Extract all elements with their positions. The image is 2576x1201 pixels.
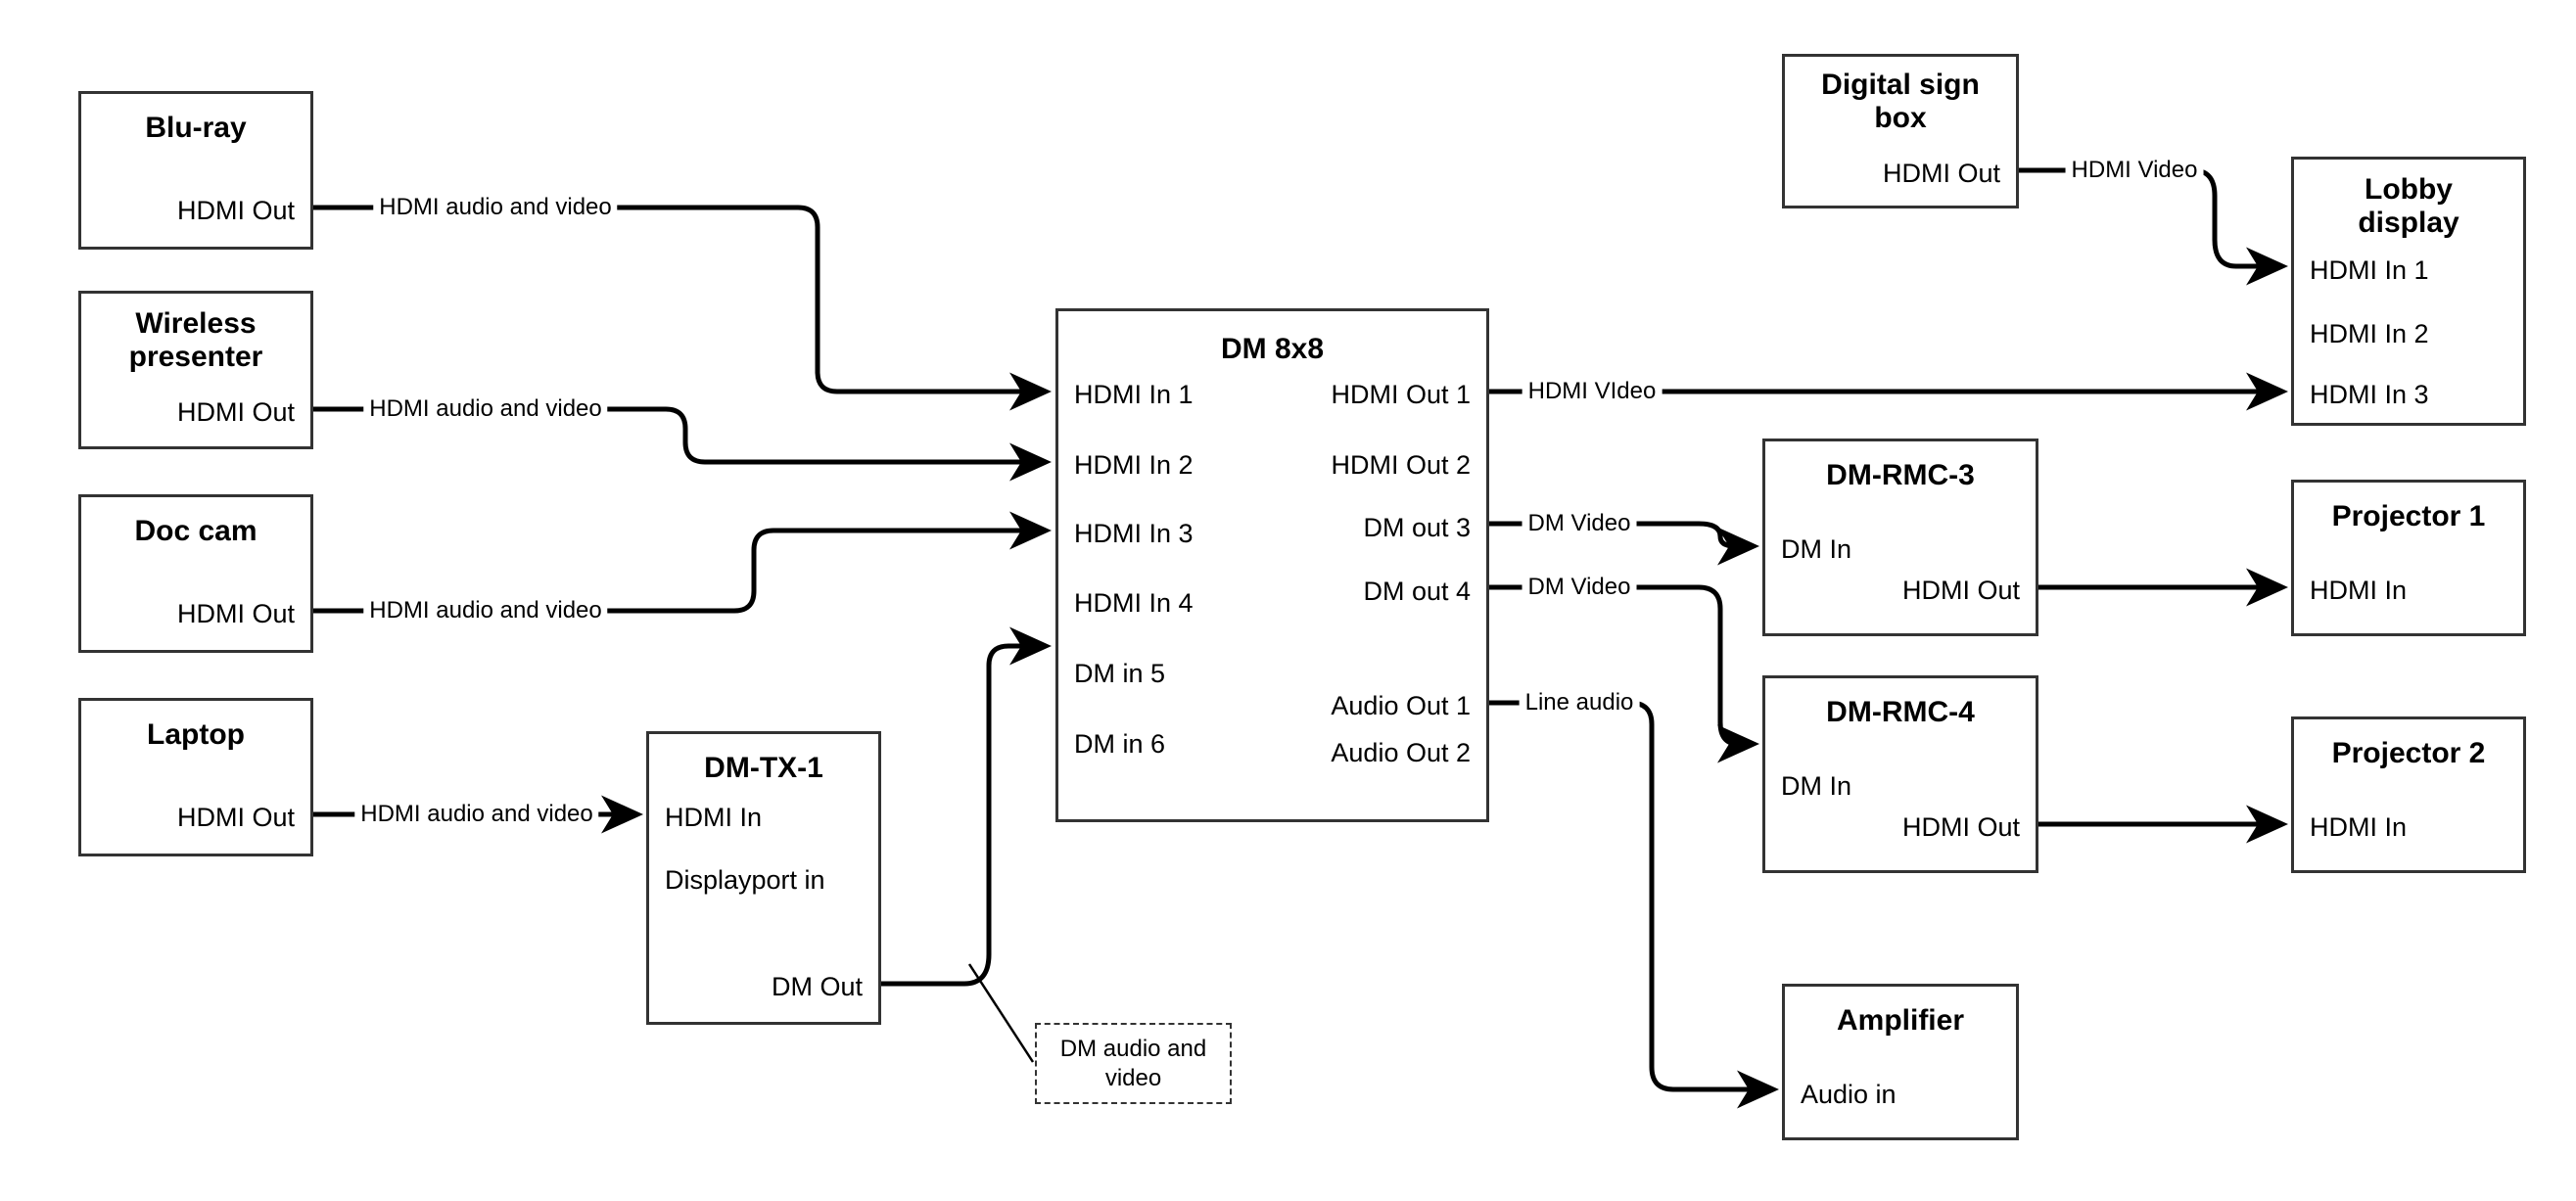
node-wireless-presenter[interactable]: Wireless presenter HDMI Out — [78, 291, 313, 449]
node-projector-2-port-hdmi-in: HDMI In — [2310, 812, 2408, 842]
node-lobby-display[interactable]: Lobby display HDMI In 1 HDMI In 2 HDMI I… — [2291, 157, 2526, 426]
wire-label-laptop-to-dmtx1: HDMI audio and video — [354, 802, 599, 827]
wire-label-digitalsign-to-lobby: HDMI Video — [2065, 158, 2204, 183]
node-wireless-presenter-port-hdmi-out: HDMI Out — [176, 397, 295, 427]
node-dm-rmc-4[interactable]: DM-RMC-4 DM In HDMI Out — [1762, 675, 2038, 873]
node-dm-rmc-4-title: DM-RMC-4 — [1826, 696, 1975, 728]
callout-leader-line — [967, 963, 1035, 1063]
node-projector-2[interactable]: Projector 2 HDMI In — [2291, 716, 2526, 873]
wire-label-hdmi-out-1-to-lobby: HDMI VIdeo — [1522, 379, 1663, 404]
node-digital-sign-box-port-hdmi-out: HDMI Out — [1882, 159, 2000, 188]
node-amplifier-port-audio-in: Audio in — [1801, 1080, 1897, 1109]
node-projector-2-title: Projector 2 — [2331, 737, 2486, 769]
node-dm-rmc-4-port-hdmi-out: HDMI Out — [1901, 812, 2020, 842]
node-digital-sign-box-title: Digital sign box — [1821, 69, 1980, 134]
node-dm-tx-1-port-dm-out: DM Out — [771, 972, 863, 1001]
node-dm-tx-1-title: DM-TX-1 — [704, 752, 823, 784]
node-dm-8x8-output-audio-out-1: Audio Out 1 — [1331, 691, 1471, 720]
node-dm-rmc-4-port-dm-in: DM In — [1781, 771, 1852, 801]
node-bluray[interactable]: Blu-ray HDMI Out — [78, 91, 313, 250]
node-projector-1[interactable]: Projector 1 HDMI In — [2291, 480, 2526, 636]
node-dm-8x8-input-dm-in-5: DM in 5 — [1074, 659, 1166, 688]
node-lobby-display-port-hdmi-in-2: HDMI In 2 — [2310, 319, 2429, 348]
node-dm-8x8-input-hdmi-in-4: HDMI In 4 — [1074, 588, 1194, 618]
wire-dm-out-4-to-rmc4 — [1489, 584, 1760, 763]
node-laptop[interactable]: Laptop HDMI Out — [78, 698, 313, 856]
node-bluray-title: Blu-ray — [145, 112, 247, 144]
node-amplifier-title: Amplifier — [1836, 1004, 1965, 1037]
node-laptop-title: Laptop — [147, 718, 245, 751]
node-bluray-port-hdmi-out: HDMI Out — [176, 196, 295, 225]
node-projector-1-port-hdmi-in: HDMI In — [2310, 576, 2408, 605]
node-dm-8x8-output-dm-out-3: DM out 3 — [1363, 513, 1471, 542]
node-amplifier[interactable]: Amplifier Audio in — [1782, 984, 2019, 1140]
wire-bluray-to-hdmi-in-1 — [313, 205, 1053, 411]
wire-label-audio-out-1-to-amplifier: Line audio — [1519, 690, 1640, 716]
node-wireless-presenter-title: Wireless presenter — [128, 307, 263, 373]
node-dm-rmc-3-title: DM-RMC-3 — [1826, 459, 1975, 491]
node-dm-tx-1-port-hdmi-in: HDMI In — [665, 803, 763, 832]
node-doc-cam-port-hdmi-out: HDMI Out — [176, 599, 295, 628]
wire-label-wireless-to-hdmi-in-2: HDMI audio and video — [363, 396, 608, 422]
node-dm-tx-1[interactable]: DM-TX-1 HDMI In Displayport in DM Out — [646, 731, 881, 1025]
node-dm-8x8-input-hdmi-in-3: HDMI In 3 — [1074, 519, 1194, 548]
wire-label-dm-out-4-to-rmc4: DM Video — [1522, 575, 1637, 600]
wire-label-dm-out-3-to-rmc3: DM Video — [1522, 511, 1637, 536]
node-digital-sign-box[interactable]: Digital sign box HDMI Out — [1782, 54, 2019, 208]
node-lobby-display-title: Lobby display — [2358, 173, 2459, 239]
node-dm-8x8-input-hdmi-in-2: HDMI In 2 — [1074, 450, 1194, 480]
node-dm-8x8-input-dm-in-6: DM in 6 — [1074, 729, 1166, 759]
callout-dm-audio-and-video: DM audio and video — [1035, 1023, 1232, 1104]
node-dm-8x8-title: DM 8x8 — [1220, 333, 1325, 365]
node-dm-8x8-output-audio-out-2: Audio Out 2 — [1331, 738, 1471, 767]
wire-audio-out-1-to-amplifier — [1489, 700, 1780, 1109]
node-projector-1-title: Projector 1 — [2331, 500, 2486, 532]
wire-label-doccam-to-hdmi-in-3: HDMI audio and video — [363, 598, 608, 624]
node-dm-rmc-3[interactable]: DM-RMC-3 DM In HDMI Out — [1762, 439, 2038, 636]
node-laptop-port-hdmi-out: HDMI Out — [176, 803, 295, 832]
node-dm-8x8-output-hdmi-out-1: HDMI Out 1 — [1331, 380, 1471, 409]
node-dm-rmc-3-port-dm-in: DM In — [1781, 534, 1852, 564]
wire-dmtx1-to-dm-in-5 — [881, 626, 1053, 987]
node-dm-8x8-output-dm-out-4: DM out 4 — [1363, 577, 1471, 606]
node-dm-tx-1-port-displayport-in: Displayport in — [665, 865, 825, 895]
wire-label-bluray-to-hdmi-in-1: HDMI audio and video — [373, 195, 618, 220]
node-doc-cam[interactable]: Doc cam HDMI Out — [78, 494, 313, 653]
node-dm-rmc-3-port-hdmi-out: HDMI Out — [1901, 576, 2020, 605]
wire-digitalsign-to-lobby-hdmi-in-1 — [2019, 167, 2289, 286]
node-lobby-display-port-hdmi-in-3: HDMI In 3 — [2310, 380, 2429, 409]
node-doc-cam-title: Doc cam — [134, 515, 258, 547]
node-dm-8x8[interactable]: DM 8x8 HDMI In 1 HDMI In 2 HDMI In 3 HDM… — [1055, 308, 1489, 822]
node-dm-8x8-output-hdmi-out-2: HDMI Out 2 — [1331, 450, 1471, 480]
node-lobby-display-port-hdmi-in-1: HDMI In 1 — [2310, 255, 2429, 285]
node-dm-8x8-input-hdmi-in-1: HDMI In 1 — [1074, 380, 1194, 409]
